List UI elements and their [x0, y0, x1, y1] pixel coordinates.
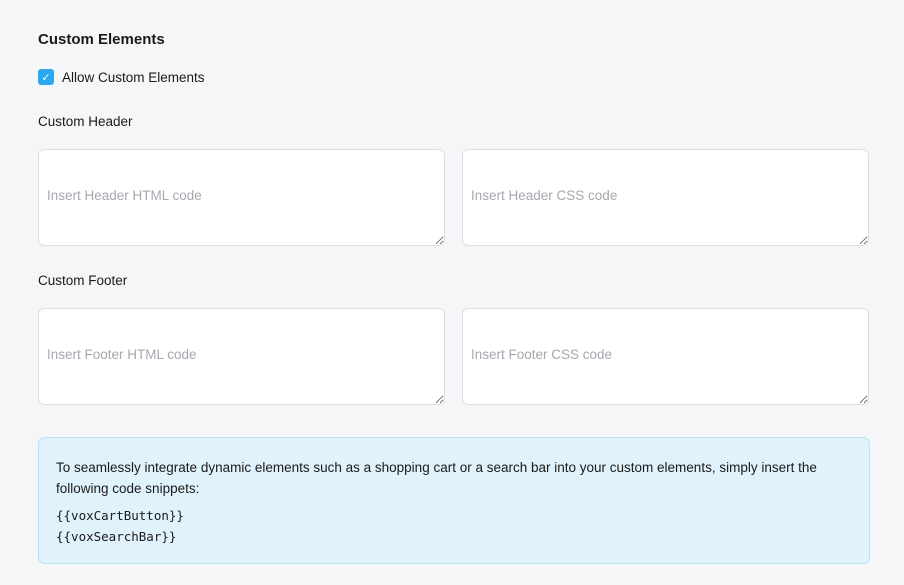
header-css-input[interactable] [462, 149, 869, 246]
allow-custom-elements-checkbox[interactable]: ✓ Allow Custom Elements [38, 69, 205, 85]
info-text: To seamlessly integrate dynamic elements… [56, 460, 817, 496]
footer-css-input[interactable] [462, 308, 869, 405]
snippet-cart-button: {{voxCartButton}} [56, 508, 184, 523]
custom-footer-label: Custom Footer [38, 273, 128, 288]
custom-header-label: Custom Header [38, 114, 133, 129]
checkbox-label: Allow Custom Elements [62, 69, 205, 85]
header-html-input[interactable] [38, 149, 445, 246]
section-title: Custom Elements [38, 31, 165, 48]
snippet-search-bar: {{voxSearchBar}} [56, 529, 177, 544]
checkmark-icon[interactable]: ✓ [38, 69, 54, 85]
footer-html-input[interactable] [38, 308, 445, 405]
info-box: To seamlessly integrate dynamic elements… [38, 437, 870, 564]
